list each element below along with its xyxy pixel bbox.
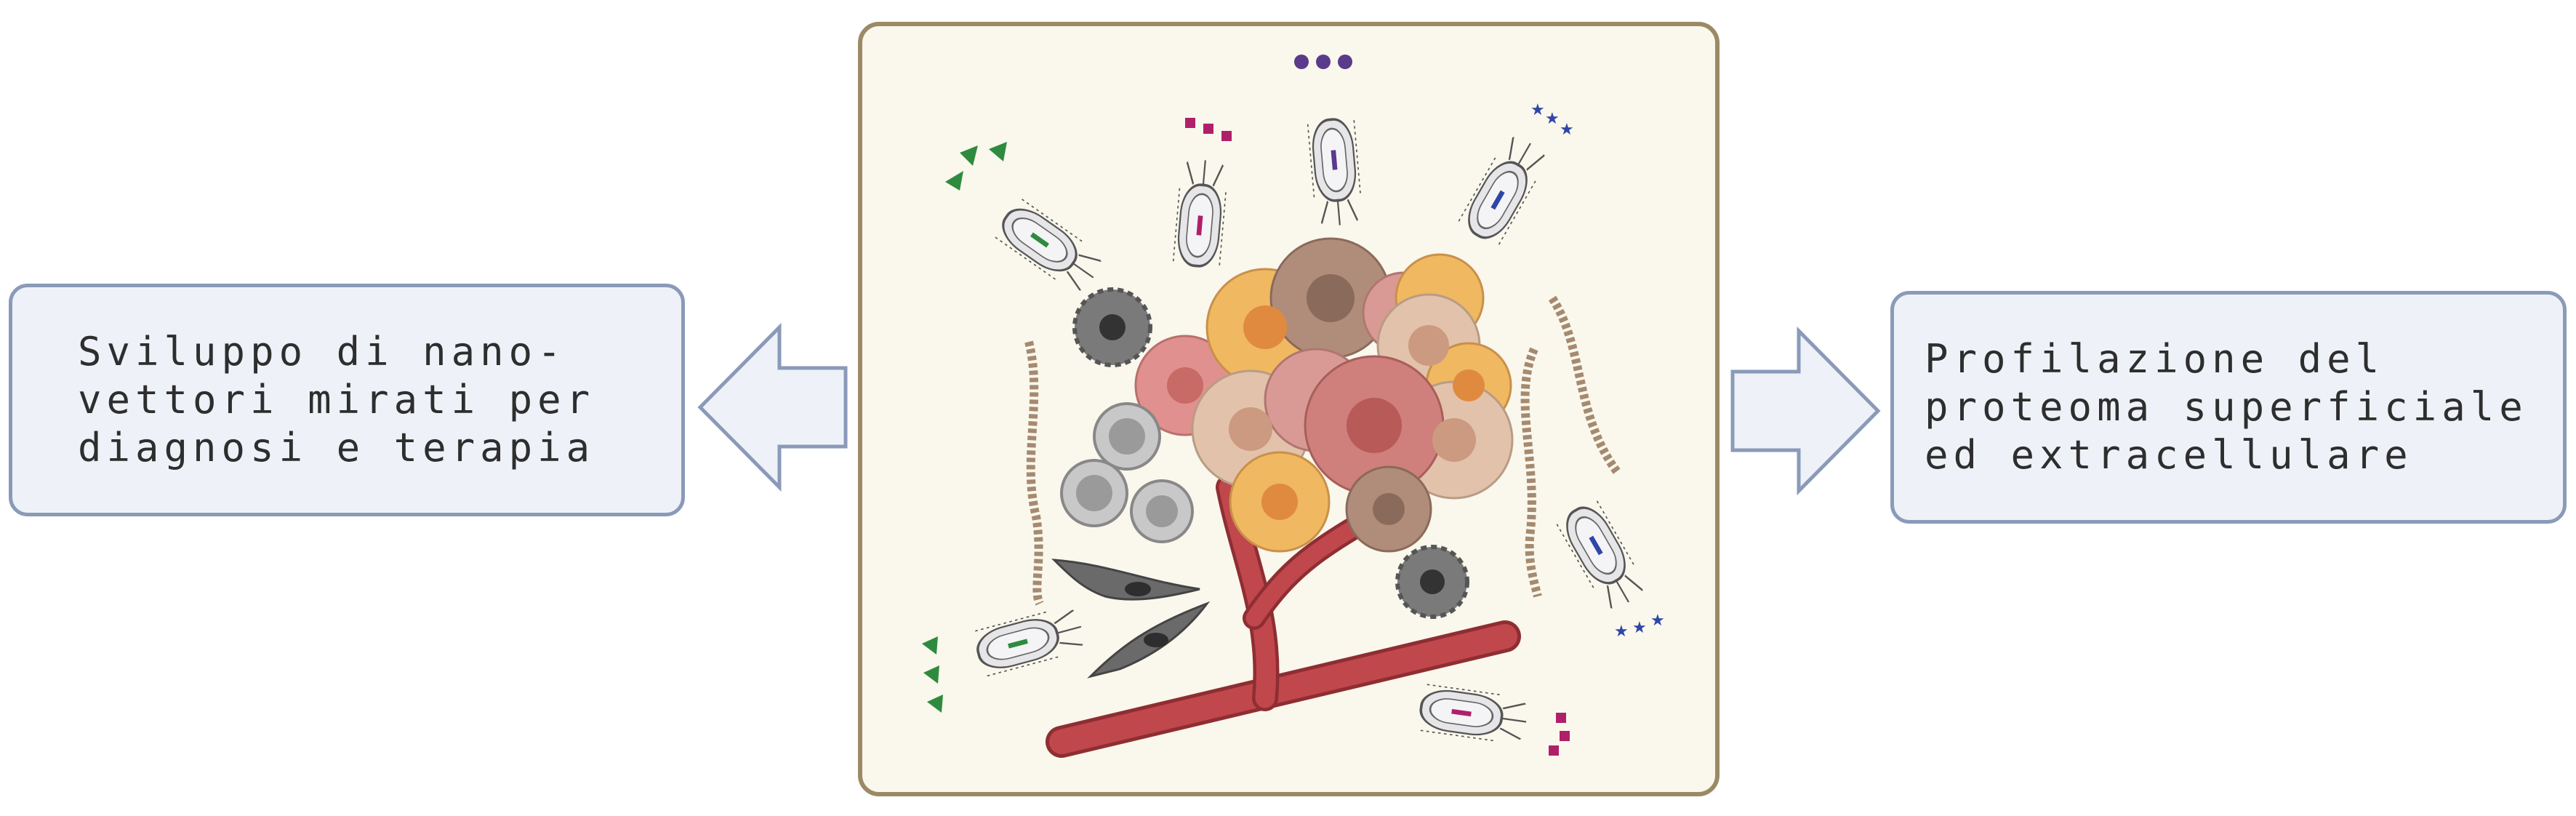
- ligand-magenta-4: [1556, 713, 1566, 723]
- phage-green-bottom-left: [971, 603, 1088, 679]
- phage-blue-top-right: [1456, 130, 1552, 248]
- ligand-blue-3: ★: [1560, 121, 1574, 139]
- phage-purple-top: [1306, 116, 1365, 229]
- tumor-microenvironment-illustration: ★ ★ ★ ★ ★ ★: [858, 22, 1720, 796]
- left-text-line-2: vettori mirati per: [78, 377, 595, 423]
- ligand-green-3: [989, 142, 1007, 161]
- arrow-right-icon: [1730, 326, 1881, 496]
- ligand-blue-1: ★: [1530, 101, 1545, 119]
- lymphocytes: [1060, 402, 1194, 543]
- left-text-line-3: diagnosi e terapia: [78, 425, 595, 471]
- arrow-left-icon: [697, 322, 848, 492]
- phage-green-top-left: [992, 196, 1108, 298]
- ligand-green-5: [923, 665, 939, 684]
- ligand-green-1: [945, 171, 963, 191]
- ligand-purple-1: [1294, 55, 1309, 69]
- ligand-green-2: [960, 145, 978, 166]
- right-text-line-3: ed extracellulare: [1925, 432, 2413, 478]
- fiber-right-2: [1520, 347, 1542, 598]
- fiber-left: [1024, 340, 1044, 606]
- ligand-blue-4: ★: [1614, 623, 1629, 641]
- dendritic-cell-left: [1072, 287, 1152, 367]
- right-text-line-2: proteoma superficiale: [1925, 384, 2528, 430]
- ligand-magenta-3: [1221, 131, 1232, 141]
- tumor-cluster: [1134, 237, 1514, 553]
- ligand-purple-3: [1338, 55, 1352, 69]
- ligand-green-6: [927, 695, 943, 713]
- right-text-box: Profilazione del proteoma superficiale e…: [1890, 291, 2567, 524]
- ligand-magenta-5: [1560, 731, 1570, 741]
- ligand-blue-2: ★: [1545, 110, 1560, 128]
- left-text-line-1: Sviluppo di nano-: [78, 329, 566, 375]
- ligand-blue-6: ★: [1650, 612, 1665, 630]
- dendritic-cell-right: [1395, 545, 1469, 619]
- ligand-magenta-2: [1203, 124, 1213, 134]
- ligand-purple-2: [1316, 55, 1331, 69]
- ligand-magenta-6: [1549, 745, 1559, 756]
- fiber-right-1: [1548, 295, 1621, 476]
- left-text-box: Sviluppo di nano- vettori mirati per dia…: [9, 284, 685, 516]
- ligand-magenta-1: [1185, 118, 1195, 128]
- fibroblasts: [1051, 559, 1211, 679]
- phage-magenta-top: [1171, 156, 1230, 270]
- ligand-blue-5: ★: [1632, 619, 1647, 637]
- phage-magenta-bottom: [1416, 682, 1531, 746]
- phage-blue-right: [1554, 497, 1650, 615]
- right-text-line-1: Profilazione del: [1925, 336, 2385, 382]
- ligand-green-4: [922, 636, 938, 655]
